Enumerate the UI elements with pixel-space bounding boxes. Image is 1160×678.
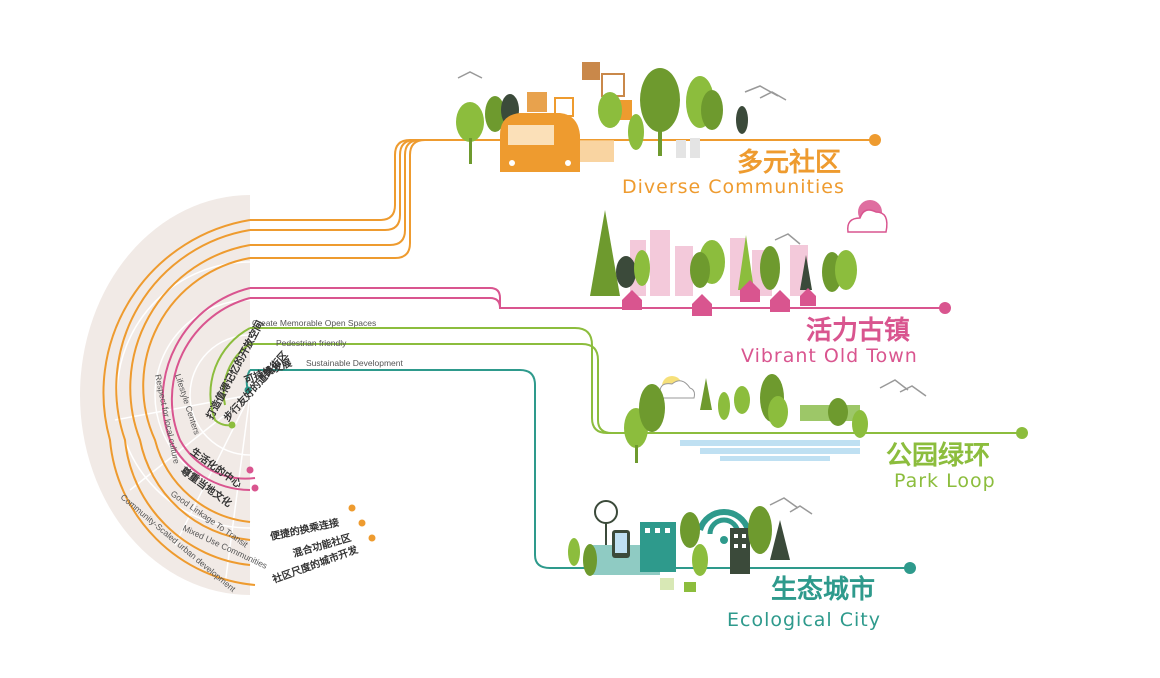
fan-spoke <box>114 394 251 421</box>
strategy-en-open-spaces: Create Memorable Open Spaces <box>252 318 376 328</box>
theme-title-en-oldtown: Vibrant Old Town <box>741 345 918 367</box>
strategy-en-sustainable: Sustainable Development <box>306 358 404 368</box>
diverse-communities-illustration <box>456 62 787 172</box>
strategy-en-pedestrian: Pedestrian friendly <box>276 338 347 348</box>
theme-title-zh-oldtown: 活力古镇 <box>806 316 910 346</box>
theme-title-en-eco: Ecological City <box>727 609 881 631</box>
endpoint-dot-diverse <box>869 134 881 146</box>
endpoint-dot-eco <box>904 562 916 574</box>
pink-connectors <box>161 287 940 491</box>
lime-connectors <box>209 327 1020 434</box>
vibrant-old-town-illustration <box>590 210 857 316</box>
cloud-icon <box>847 200 888 233</box>
globe-icon <box>594 500 618 524</box>
wifi-icon <box>697 509 751 532</box>
theme-title-zh-diverse: 多元社区 <box>737 147 841 178</box>
endpoint-dot-park <box>1016 427 1028 439</box>
ecological-city-illustration <box>568 497 813 592</box>
theme-title-en-park: Park Loop <box>894 470 996 492</box>
fan-endpoint-dots <box>228 386 376 542</box>
park-loop-illustration <box>624 374 927 463</box>
orange-connectors <box>102 139 870 586</box>
fan-spoke <box>129 394 251 491</box>
theme-title-en-diverse: Diverse Communities <box>622 176 845 198</box>
theme-title-zh-eco: 生态城市 <box>771 574 875 605</box>
fan-background <box>80 195 250 595</box>
theme-title-zh-park: 公园绿环 <box>886 441 990 471</box>
endpoint-dot-oldtown <box>939 302 951 314</box>
